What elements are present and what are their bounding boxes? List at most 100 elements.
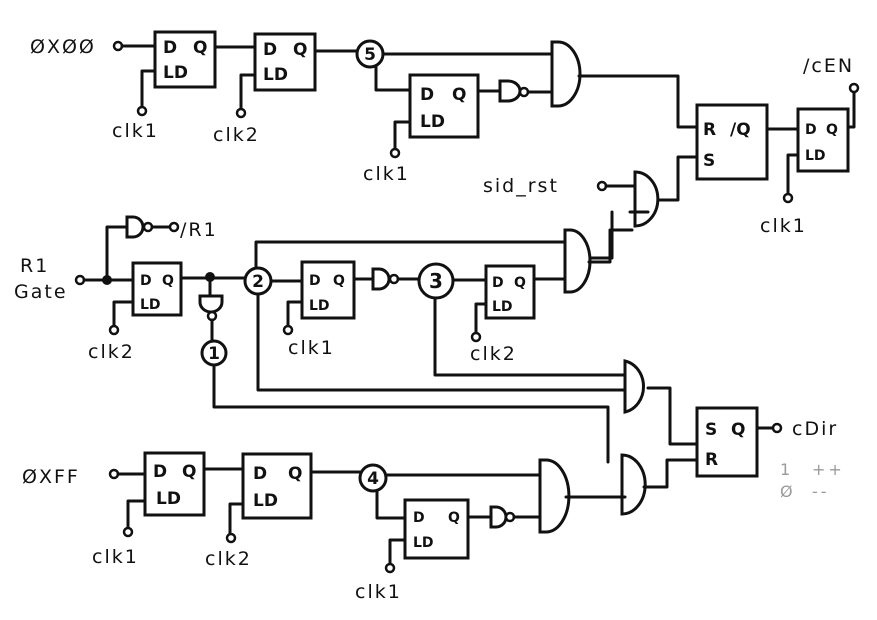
wire	[105, 225, 129, 282]
pin-d: D	[413, 510, 425, 526]
and-gate-mid	[563, 228, 592, 294]
flip-flop-top-2	[253, 32, 317, 92]
and-gate-bottom	[538, 458, 571, 534]
wire	[228, 502, 245, 536]
output-label-cen: /cEN	[803, 55, 854, 77]
rs-latch-bottom	[695, 406, 759, 478]
clock-label-clk1: clk1	[363, 163, 410, 185]
pin-d: D	[492, 275, 504, 291]
clock-label-clk2: clk2	[205, 548, 252, 570]
wire	[286, 300, 304, 328]
clock-label-clk2: clk2	[470, 343, 517, 365]
clock-pin	[235, 107, 247, 119]
wire	[212, 363, 610, 464]
clock-label-clk2: clk2	[88, 341, 135, 363]
pin-r: R	[703, 120, 716, 140]
not-gate-mid	[371, 267, 391, 291]
wire	[112, 300, 135, 328]
pin-ld: LD	[156, 489, 181, 509]
clock-label-clk1: clk1	[92, 546, 139, 568]
output-label-r1: /R1	[180, 219, 218, 241]
top-chain: ØXØØ D Q LD clk1 D Q LD clk2 5 D Q LD cl…	[30, 30, 699, 185]
pin-s: S	[705, 420, 717, 440]
clock-pin	[782, 192, 794, 204]
wire	[656, 155, 699, 202]
pin-ld: LD	[163, 63, 188, 83]
wire	[126, 499, 147, 530]
clock-label-clk2: clk2	[213, 124, 260, 146]
node-label-5: 5	[364, 45, 376, 65]
input-label-0xff: ØXFF	[22, 466, 80, 488]
and-gate-top	[550, 40, 582, 108]
cdir-logic: S Q R cDir 1 ++ Ø --	[620, 359, 845, 516]
pin-d: D	[263, 40, 277, 60]
legend-meaning-1: ++	[812, 460, 845, 479]
wire	[254, 240, 567, 270]
wire	[388, 538, 407, 566]
clock-pin	[108, 324, 120, 336]
output-label-cdir: cDir	[792, 418, 838, 440]
pin-nq: /Q	[730, 120, 751, 140]
flip-flop-bottom-3	[403, 498, 470, 560]
or-gate-dir	[620, 453, 647, 516]
clock-pin	[225, 532, 237, 544]
clock-pin	[282, 324, 294, 336]
node-label-1: 1	[208, 344, 220, 364]
not-gate	[498, 79, 522, 103]
wire	[140, 69, 157, 110]
legend-value-1: 1	[780, 460, 793, 479]
pin-q: Q	[293, 40, 307, 60]
node-label-3: 3	[429, 269, 443, 293]
wire	[433, 296, 627, 377]
clock-label-clk1: clk1	[760, 215, 807, 237]
output-pin-r1	[168, 221, 180, 233]
wire	[239, 73, 257, 112]
clock-label-clk1: clk1	[112, 120, 159, 142]
and-gate-dir	[623, 359, 645, 414]
node-4	[358, 463, 388, 493]
pin-d: D	[420, 85, 434, 105]
clock-pin	[122, 526, 134, 538]
pin-ld: LD	[413, 535, 434, 551]
bottom-chain: ØXFF D Q LD clk1 D Q LD clk2 4 D Q LD cl…	[22, 451, 627, 603]
legend-value-2: Ø	[780, 482, 796, 501]
flip-flop-cen	[796, 107, 850, 173]
rs-latch-top	[695, 103, 769, 181]
clock-pin	[384, 562, 396, 574]
pin-ld: LD	[492, 299, 513, 315]
pin-q: Q	[162, 273, 174, 289]
clock-pin	[470, 331, 482, 343]
wire	[586, 210, 650, 260]
pin-ld: LD	[805, 148, 826, 164]
pin-d: D	[140, 273, 152, 289]
wire	[786, 153, 800, 196]
pin-d: D	[309, 273, 321, 289]
pin-q: Q	[731, 420, 745, 440]
input-label-r1: R1	[20, 255, 49, 277]
pin-d: D	[163, 38, 177, 58]
pin-ld: LD	[309, 298, 330, 314]
wire	[846, 90, 856, 129]
output-latch-cen: R /Q S D Q LD /cEN clk1	[656, 55, 860, 237]
wire	[393, 120, 412, 152]
wire	[587, 228, 634, 264]
not-gate-down	[198, 294, 224, 314]
pin-ld: LD	[253, 491, 278, 511]
flip-flop-bottom-2	[241, 452, 313, 520]
wire	[577, 74, 699, 129]
wire	[375, 489, 407, 520]
clock-pin	[136, 105, 148, 117]
input-label-0x00: ØXØØ	[30, 36, 96, 58]
middle-chain: R1 Gate /R1 D Q LD clk2 1 2 D	[14, 215, 634, 464]
pin-q: Q	[452, 85, 466, 105]
pin-r: R	[705, 450, 718, 470]
sid-rst-gate: sid_rst	[483, 170, 660, 260]
not-gate-r1	[125, 215, 145, 239]
pin-d: D	[153, 462, 167, 482]
flip-flop-top-3	[408, 73, 480, 139]
pin-q: Q	[826, 122, 838, 138]
output-pin-cen	[848, 82, 860, 94]
pin-q: Q	[182, 462, 196, 482]
wire	[646, 386, 699, 446]
